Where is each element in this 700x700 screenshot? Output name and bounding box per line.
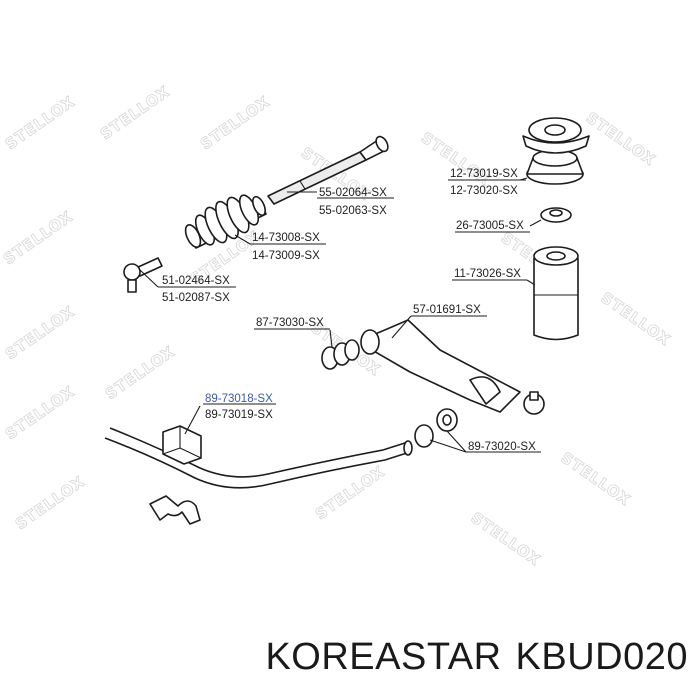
part-number-label: 55-02064-SX — [319, 187, 387, 199]
part-number-label: 12-73020-SX — [450, 185, 518, 197]
inner-tie-rod — [267, 135, 389, 205]
watermark: STELLOX — [0, 207, 76, 268]
part-number-label: 51-02087-SX — [162, 292, 230, 304]
stabilizer-bracket — [149, 495, 201, 525]
product-code: KBUD020 — [515, 636, 688, 678]
part-number-label: 26-73005-SX — [456, 220, 524, 232]
part-number-label: 11-73026-SX — [454, 268, 521, 280]
watermark: STELLOX — [12, 472, 88, 533]
part-number-label: 55-02063-SX — [319, 205, 387, 217]
strut-dust-boot — [533, 246, 579, 341]
link-bushing — [414, 408, 458, 448]
part-number-label: 89-73018-SX — [205, 393, 273, 405]
part-number-label: 51-02464-SX — [162, 275, 230, 287]
watermark: STELLOX — [583, 109, 659, 170]
watermark: STELLOX — [197, 92, 273, 153]
part-number-label: 87-73030-SX — [256, 317, 324, 329]
steering-boot — [184, 194, 267, 249]
brand-name: KOREASTAR — [265, 636, 502, 678]
part-number-label: 14-73009-SX — [252, 250, 320, 262]
watermark: STELLOX — [558, 449, 634, 510]
watermark: STELLOX — [97, 82, 173, 143]
lower-control-arm — [360, 319, 545, 415]
arm-bushing — [321, 339, 360, 370]
labels-layer: 55-02064-SX 55-02063-SX 14-73008-SX 14-7… — [139, 168, 542, 453]
watermark: STELLOX — [598, 289, 674, 350]
part-number-label: 14-73008-SX — [252, 232, 320, 244]
tie-rod-end — [123, 257, 163, 293]
watermark: STELLOX — [102, 342, 178, 403]
part-number-label: 12-73019-SX — [450, 168, 518, 180]
strut-top-mount — [522, 117, 590, 185]
strut-bearing — [540, 207, 572, 223]
part-number-label: 89-73019-SX — [205, 409, 273, 421]
watermark: STELLOX — [2, 92, 78, 153]
part-number-label: 89-73020-SX — [468, 441, 536, 453]
stabilizer-bar — [104, 427, 413, 489]
product-caption: KOREASTAR KBUD020 — [0, 636, 688, 679]
watermark: STELLOX — [2, 382, 78, 443]
part-number-label: 57-01691-SX — [413, 304, 481, 316]
stabilizer-bushing — [162, 425, 202, 465]
watermark: STELLOX — [2, 302, 78, 363]
watermark: STELLOX — [468, 509, 544, 570]
